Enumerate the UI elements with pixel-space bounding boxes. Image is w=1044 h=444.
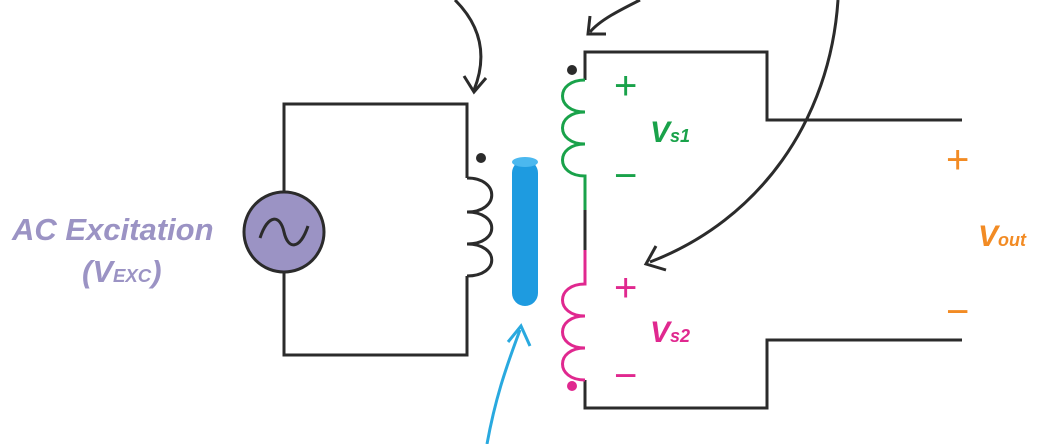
arrow-to-secondary2-head	[643, 245, 667, 272]
vs1-main: V	[650, 116, 671, 149]
vs1-plus-sign: +	[614, 64, 638, 108]
arrow-to-secondary1	[588, 0, 641, 33]
vs2-label: Vs2	[650, 318, 690, 348]
core-rod	[512, 157, 538, 306]
arrow-to-core	[485, 323, 532, 444]
ac-excitation-label: AC Excitation	[12, 214, 214, 245]
vs1-minus-sign: −	[614, 154, 638, 198]
vout-plus-sign: +	[946, 138, 970, 182]
secondary-coil-2	[561, 250, 587, 382]
vout-main: V	[978, 220, 999, 253]
primary-polarity-dot-icon	[476, 153, 486, 163]
primary-circuit	[282, 102, 494, 357]
arrow-to-secondary1-head	[586, 15, 606, 36]
vs2-main: V	[650, 316, 671, 349]
secondary1-polarity-dot-icon	[567, 65, 577, 75]
secondary2-polarity-dot-icon	[567, 381, 577, 391]
vs1-label: Vs1	[650, 118, 690, 148]
vexc-suffix: )	[151, 254, 162, 289]
arrow-to-primary-head	[462, 75, 488, 95]
vout-minus-sign: −	[946, 290, 970, 334]
vexc-label: (VEXC)	[82, 256, 162, 287]
ac-excitation-title: AC Excitation	[12, 212, 214, 247]
primary-coil	[466, 176, 494, 278]
primary-bottom-wire	[282, 272, 469, 357]
vs2-minus-sign: −	[614, 354, 638, 398]
vs1-subscript: s1	[670, 126, 691, 146]
secondary-coil-1	[561, 78, 587, 210]
ac-sine-source-icon	[242, 190, 326, 274]
vexc-prefix: (V	[82, 254, 113, 289]
primary-top-wire	[282, 102, 469, 192]
annotation-arrows	[453, 0, 840, 272]
vout-label: Vout	[978, 222, 1026, 252]
secondary-circuit	[561, 50, 962, 410]
vout-subscript: out	[998, 230, 1026, 250]
secondary-top-wire	[583, 50, 962, 122]
secondary-bottom-wire	[583, 338, 962, 410]
vexc-subscript: EXC	[113, 265, 152, 286]
arrow-to-primary	[453, 0, 483, 91]
vs2-plus-sign: +	[614, 266, 638, 310]
arrow-to-secondary2	[649, 0, 840, 264]
vs2-subscript: s2	[670, 326, 691, 346]
